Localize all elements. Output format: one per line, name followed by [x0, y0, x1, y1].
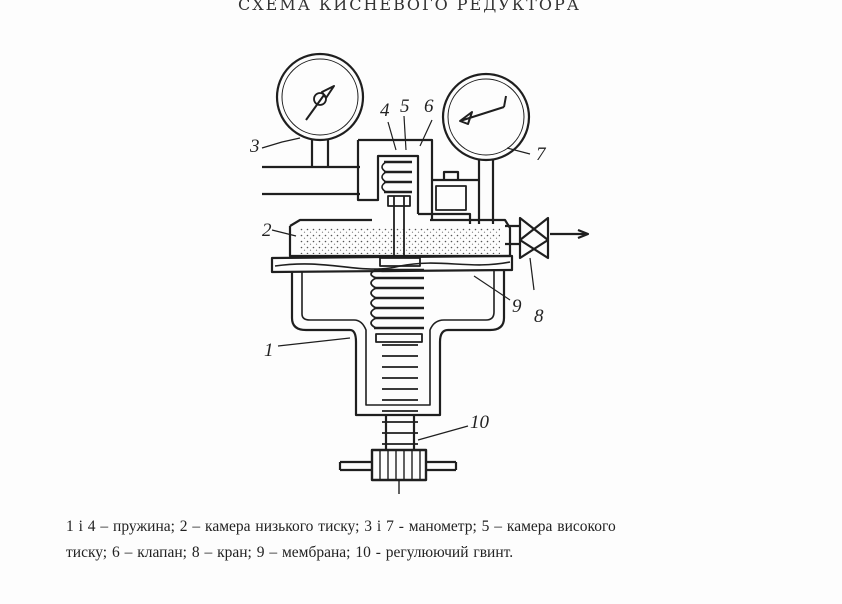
label-7: 7 [536, 144, 547, 165]
label-3: 3 [249, 136, 260, 157]
lower-housing [290, 270, 506, 417]
right-pressure-gauge [441, 72, 531, 224]
legend-line-1: 1 і 4 – пружина; 2 – камера низького тис… [66, 518, 616, 535]
legend-line-2: тиску; 6 – клапан; 8 – кран; 9 – мембран… [66, 544, 514, 561]
high-pressure-chamber [356, 138, 480, 224]
label-8: 8 [534, 306, 544, 327]
oxygen-reducer-diagram: 3 2 1 4 5 6 7 8 9 10 [249, 52, 590, 494]
part-labels: 3 2 1 4 5 6 7 8 9 10 [249, 96, 547, 433]
outlet-valve [505, 216, 590, 260]
small-spring [381, 160, 412, 258]
label-9: 9 [512, 296, 522, 317]
label-1: 1 [264, 340, 274, 361]
label-4: 4 [380, 100, 390, 121]
adjusting-screw [338, 344, 458, 494]
label-10: 10 [470, 412, 490, 433]
label-2: 2 [262, 220, 272, 241]
diagram-title: СХЕМА КИСНЕВОГО РЕДУКТОРА [238, 0, 581, 14]
main-spring [370, 257, 424, 343]
legend-caption: 1 і 4 – пружина; 2 – камера низького тис… [66, 514, 796, 566]
low-pressure-chamber [270, 218, 514, 274]
label-6: 6 [424, 96, 434, 117]
inlet-pipe [262, 152, 360, 196]
left-pressure-gauge [275, 52, 365, 152]
label-5: 5 [400, 96, 410, 117]
leader-lines [261, 115, 535, 441]
